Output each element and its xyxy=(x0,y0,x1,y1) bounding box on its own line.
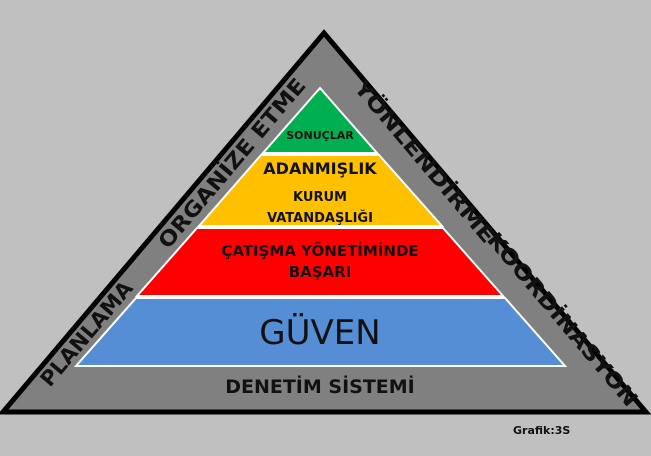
level-guven xyxy=(73,297,568,367)
figure-caption: Grafik:3S xyxy=(513,424,571,437)
label-catisma: ÇATIŞMA YÖNETİMİNDE xyxy=(221,241,418,260)
label-basari: BAŞARI xyxy=(289,263,352,281)
label-sonuclar: SONUÇLAR xyxy=(286,129,354,142)
label-kurum: KURUM xyxy=(293,190,347,205)
level-adanmislik xyxy=(196,154,445,227)
label-guven: GÜVEN xyxy=(259,312,380,353)
label-adanmislik: ADANMIŞLIK xyxy=(263,159,377,178)
label-vatandasligi: VATANDAŞLIĞI xyxy=(267,210,373,226)
label-denetim-sistemi: DENETİM SİSTEMİ xyxy=(225,374,415,398)
level-catisma xyxy=(134,227,506,297)
level-sonuclar xyxy=(260,86,380,154)
